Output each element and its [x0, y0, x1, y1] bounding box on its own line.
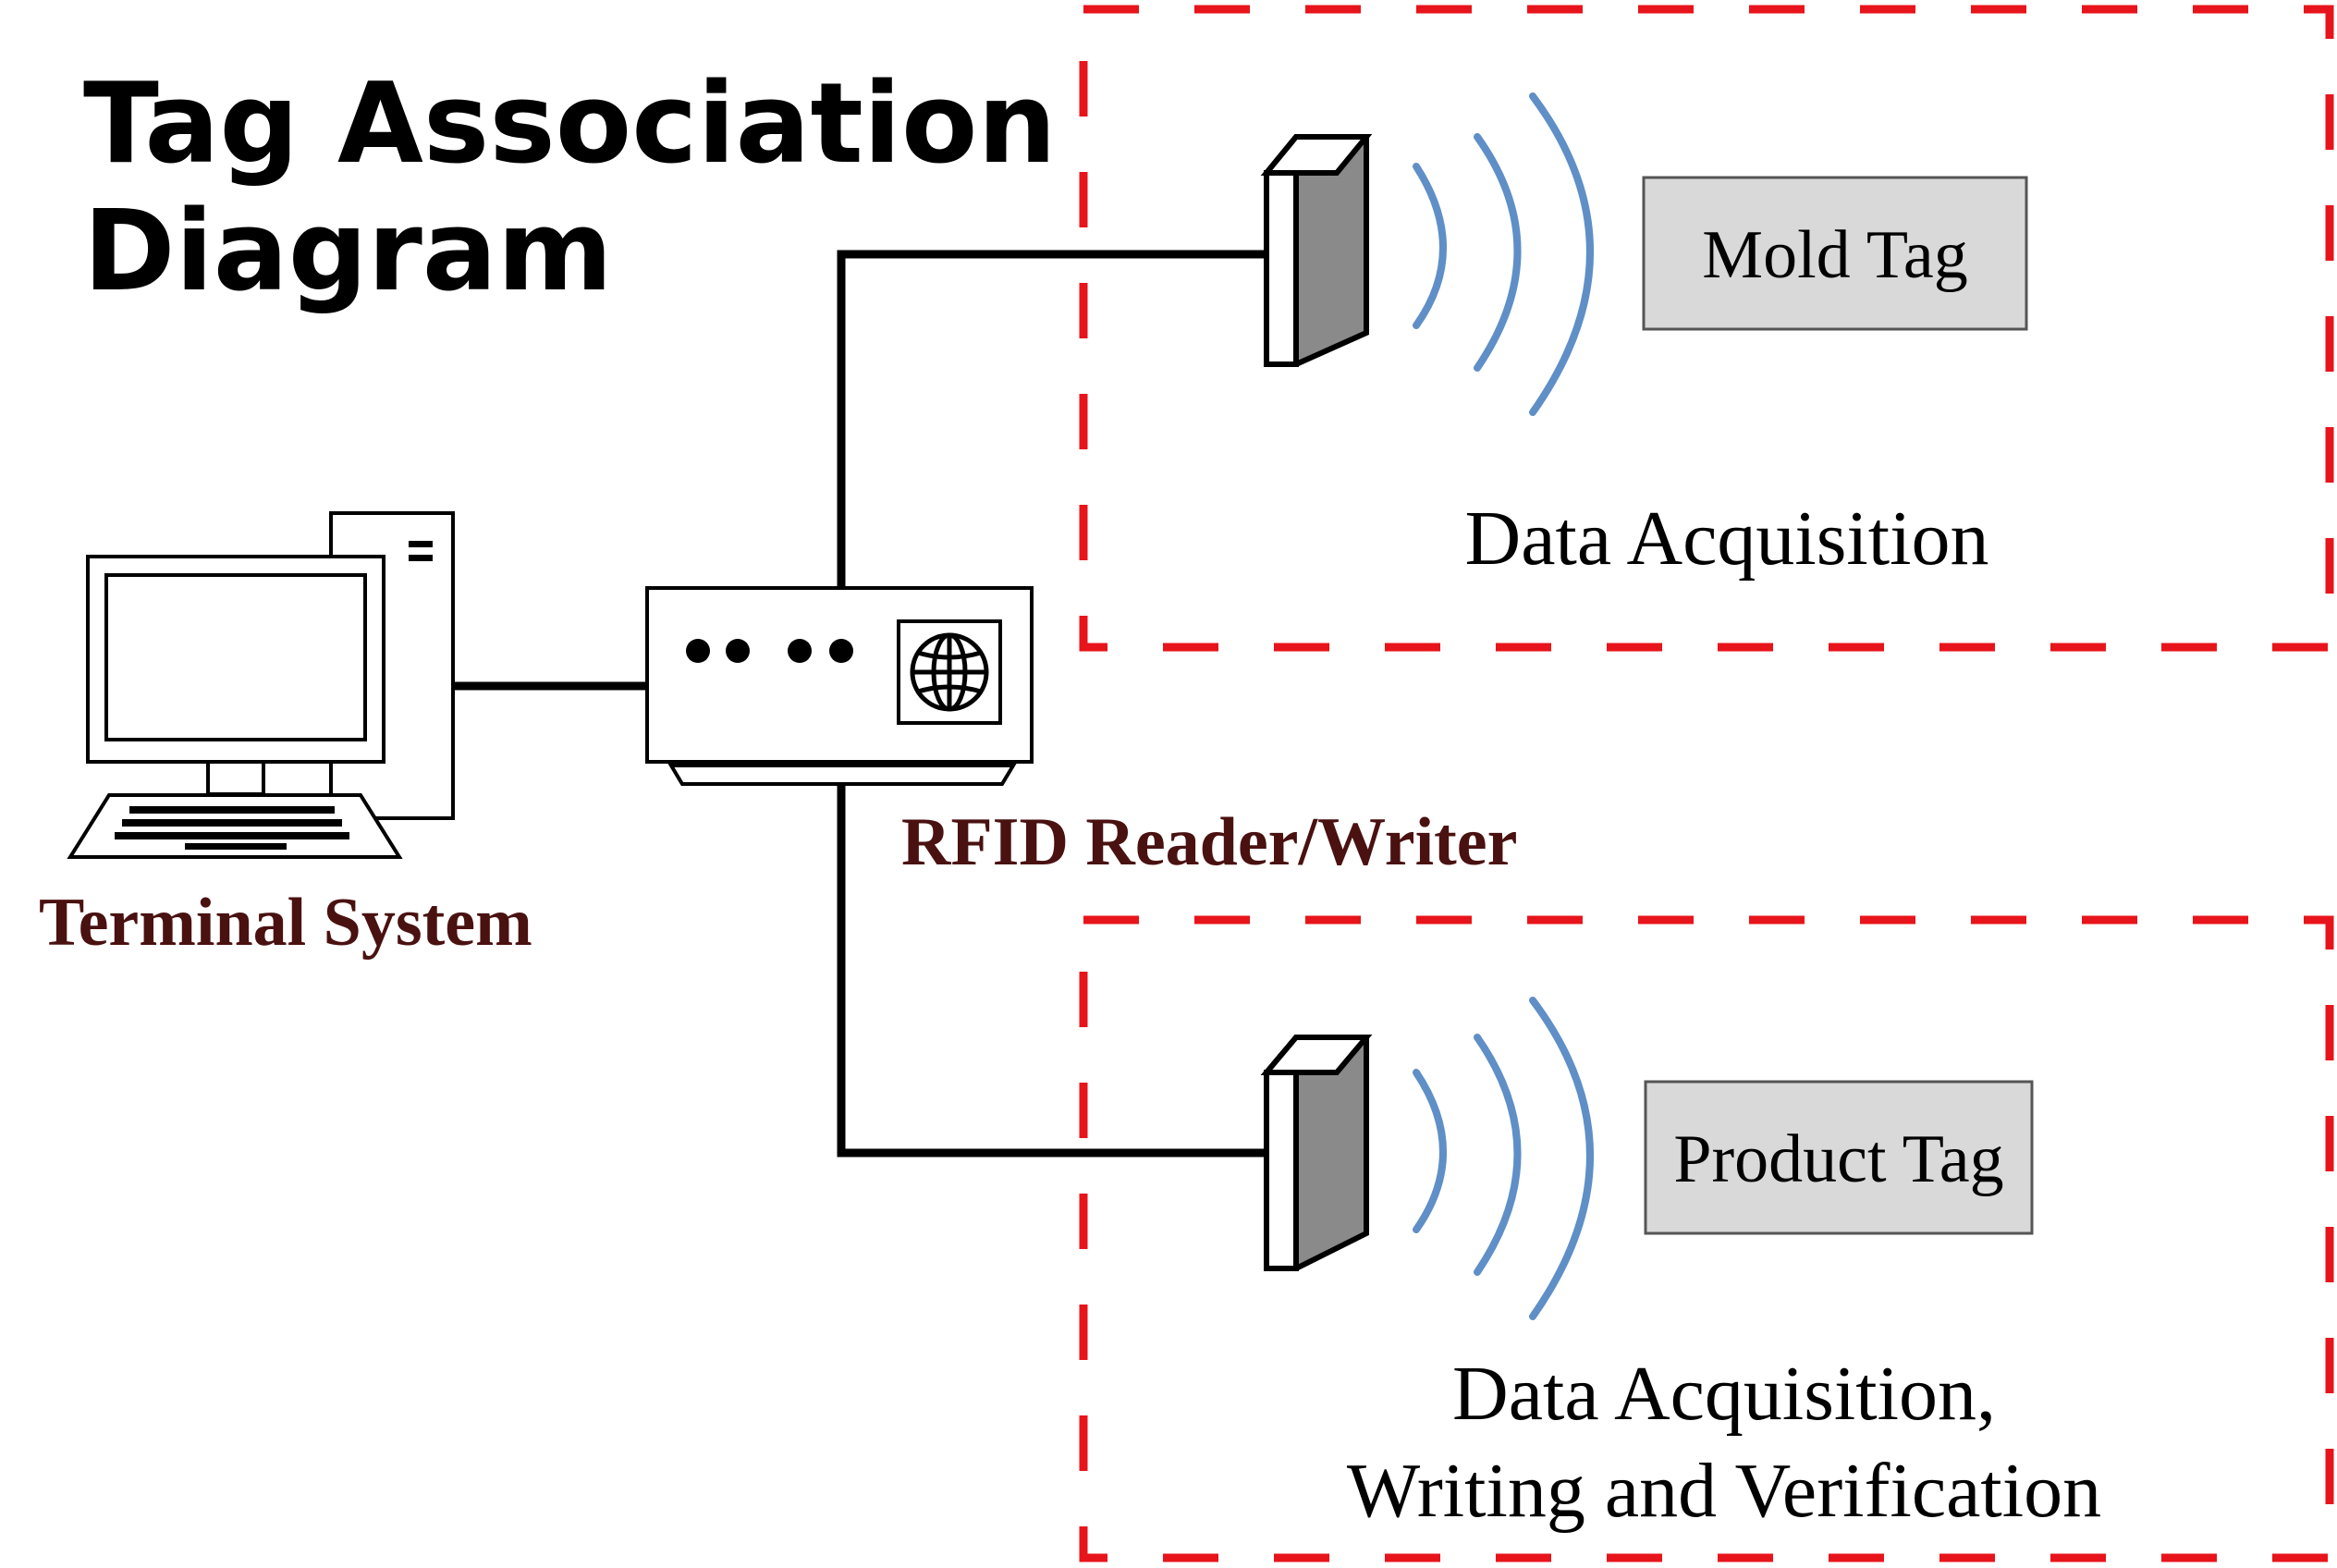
- bottom-zone-caption-line-2: Writing and Verification: [1347, 1448, 2101, 1534]
- desktop-computer-icon: [67, 511, 455, 859]
- status-lights: [686, 639, 853, 663]
- mold-tag-label: Mold Tag: [1702, 217, 1967, 293]
- bottom-zone-caption-line-1: Data Acquisition,: [1452, 1351, 1996, 1437]
- globe-icon: [910, 632, 989, 712]
- zone-bottom-border: [1079, 915, 2334, 1562]
- antenna-panel-icon: [1260, 1035, 1373, 1271]
- router-globe-icon: [645, 586, 1034, 786]
- antenna-panel-icon: [1260, 134, 1373, 367]
- signal-waves-top: [1413, 92, 1594, 416]
- product-tag-label: Product Tag: [1673, 1121, 2003, 1197]
- zone-top-border: [1079, 5, 2334, 652]
- mold-tag-box: Mold Tag: [1642, 176, 2028, 331]
- reader-bottom-antenna-cable: [837, 778, 1268, 1158]
- product-tag-box: Product Tag: [1644, 1080, 2034, 1235]
- signal-waves-bottom: [1413, 997, 1594, 1320]
- title-line-1: Tag Association: [83, 60, 1057, 189]
- title-line-2: Diagram: [83, 188, 613, 316]
- top-zone-caption: Data Acquisition: [1465, 496, 1989, 582]
- reader-top-antenna-cable: [837, 250, 1268, 589]
- rfid-reader-label: RFID Reader/Writer: [901, 804, 1517, 880]
- terminal-system-label: Terminal System: [39, 885, 532, 961]
- connection-lines: [453, 250, 1268, 1158]
